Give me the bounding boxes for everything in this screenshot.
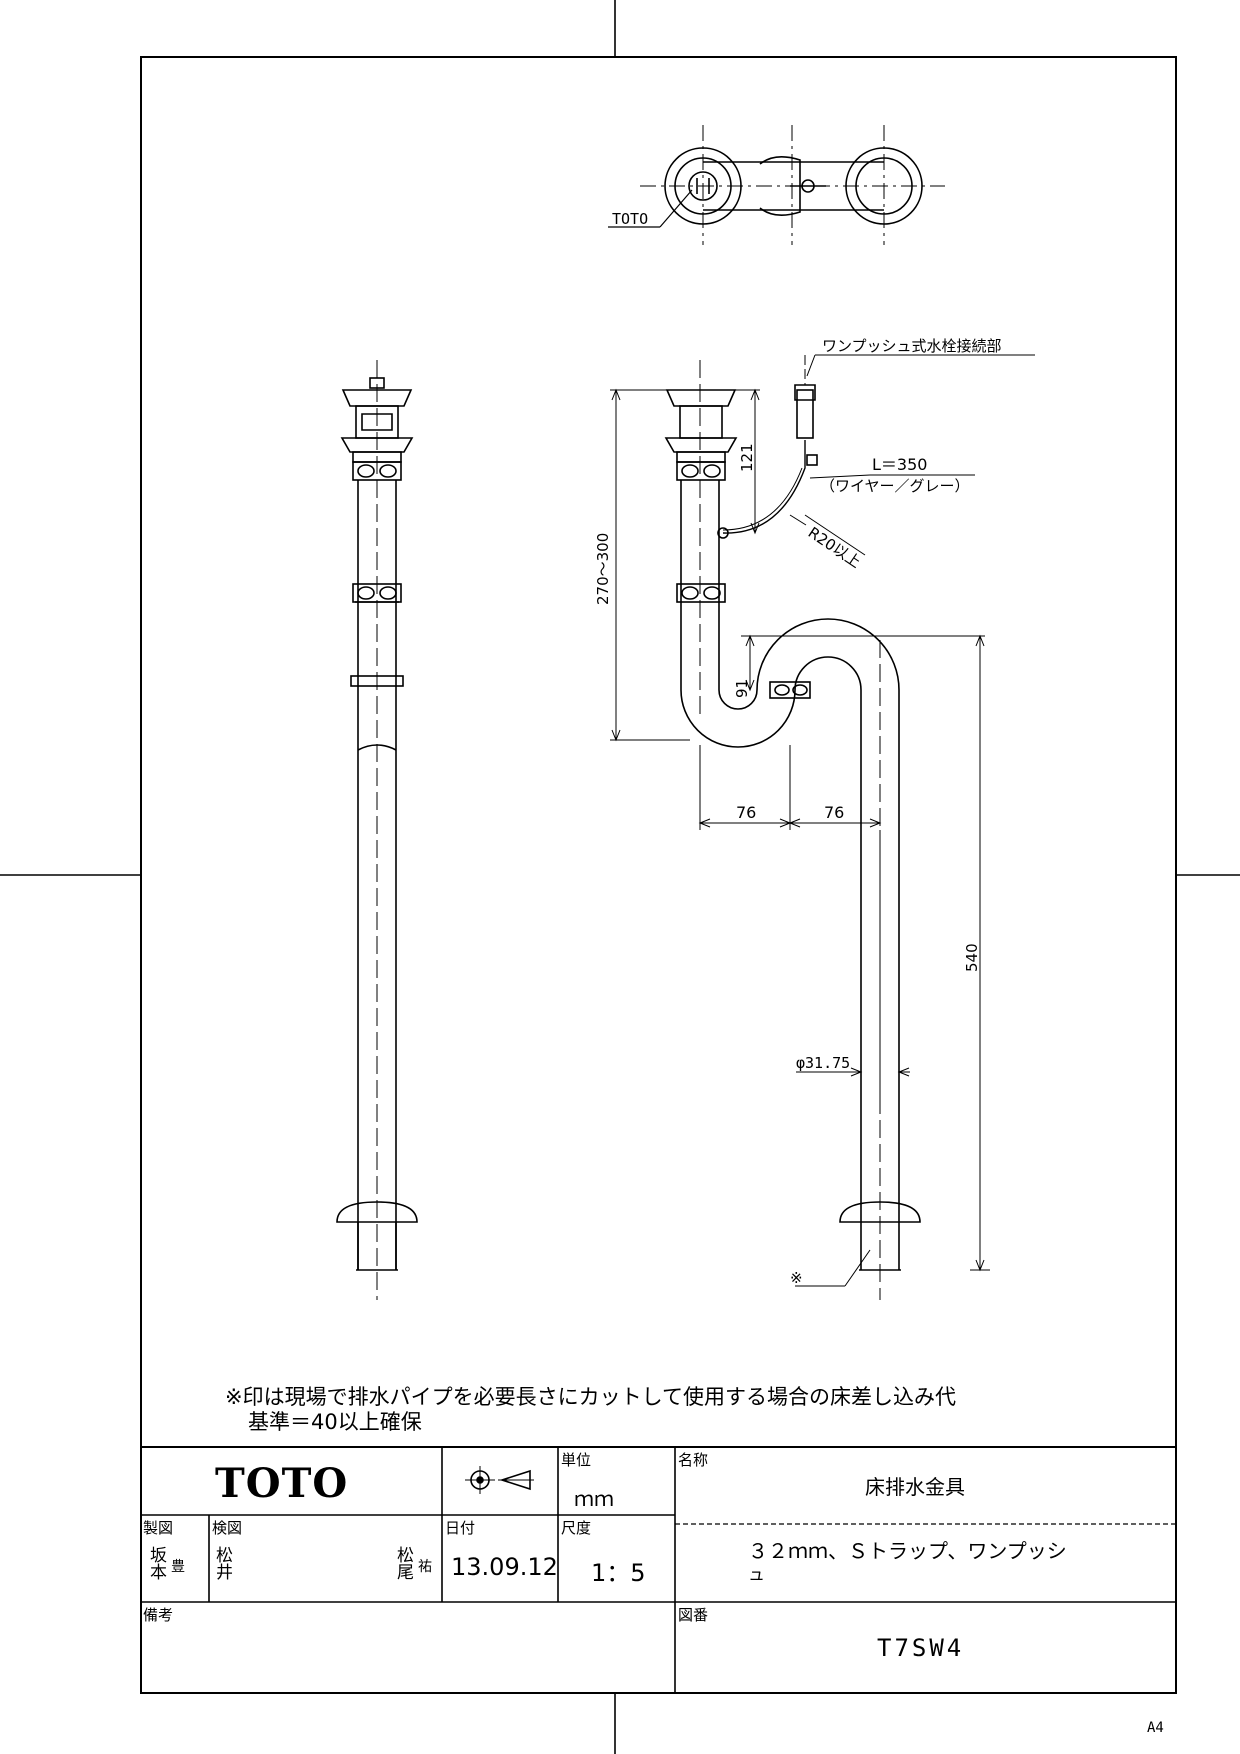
drafter-stamp-initial: 豊 [171, 1559, 185, 1575]
top-range-dimension: 270～300 [594, 533, 612, 605]
title-block-grid [141, 1446, 1176, 1693]
name-label: 名称 [678, 1451, 709, 1469]
pipe-diameter-label: φ31.75 [796, 1054, 850, 1072]
drawing-number-label: 図番 [678, 1606, 709, 1624]
remarks-label: 備考 [143, 1606, 174, 1624]
to-tee-dimension: 121 [738, 443, 756, 472]
checked-label: 検図 [212, 1519, 243, 1537]
checker-stamp-name-1: 松井 [216, 1546, 233, 1583]
projection-symbol [465, 1466, 534, 1494]
drawn-label: 製図 [143, 1519, 174, 1537]
top-view [608, 125, 945, 245]
brand-logo: TOTO [215, 1460, 349, 1507]
drop-dimension: 540 [963, 943, 981, 972]
sheet-size: A4 [1147, 1720, 1164, 1736]
scale-value: 1：5 [591, 1559, 646, 1587]
name-value: 床排水金具 [865, 1475, 965, 1499]
drawing-number-value: T7SW4 [877, 1634, 965, 1662]
cut-mark-label: ※ [790, 1269, 803, 1287]
unit-label: 単位 [561, 1451, 592, 1469]
trap-rise-dimension: 91 [733, 679, 751, 698]
note-line-2: 基準＝40以上確保 [248, 1410, 422, 1434]
bend-radius-label: R20以上 [805, 523, 864, 571]
offset-dimension-2: 76 [824, 803, 844, 822]
checker-stamp-initial: 祐 [418, 1559, 432, 1575]
wire-type-label: （ワイヤー／グレー） [820, 477, 970, 495]
dimension-lines [610, 354, 1035, 1287]
date-value: 13.09.12 [451, 1553, 558, 1581]
top-view-label: TOTO [612, 210, 648, 228]
checker-stamp-name-2: 松尾 [397, 1546, 414, 1583]
side-view-left [336, 360, 418, 1300]
offset-dimension-1: 76 [736, 803, 756, 822]
scale-label: 尺度 [561, 1519, 592, 1537]
drafter-stamp-name: 坂本 [150, 1546, 167, 1583]
wire-length-label: L＝350 [872, 455, 927, 474]
description-line-2: ュ [748, 1565, 765, 1585]
note-line-1: ※印は現場で排水パイプを必要長さにカットして使用する場合の床差し込み代 [225, 1385, 956, 1409]
description-line-1: ３２ｍｍ、Ｓトラップ、ワンプッシ [748, 1539, 1067, 1563]
valve-connection-label: ワンプッシュ式水栓接続部 [822, 337, 1002, 355]
date-label: 日付 [445, 1519, 476, 1537]
side-view-right [664, 355, 921, 1300]
unit-value: ｍｍ [574, 1487, 614, 1511]
